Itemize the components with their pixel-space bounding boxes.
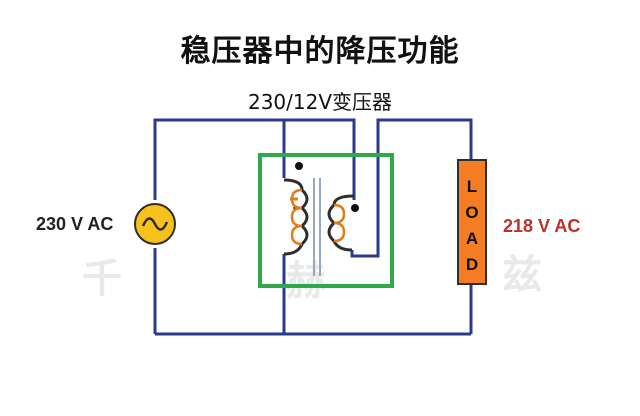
transformer-box — [258, 153, 394, 288]
input-voltage-label: 230 V AC — [36, 214, 114, 234]
primary-coil-turns — [290, 188, 303, 246]
load-box — [457, 159, 487, 285]
ac-source-icon — [134, 203, 176, 245]
wire-left-top — [153, 118, 356, 200]
watermark-char: 千 — [82, 256, 122, 302]
secondary-coil-turns — [333, 203, 346, 243]
output-voltage-label: 218 V AC — [503, 216, 581, 236]
load-letter: L — [467, 177, 477, 196]
load-letter: A — [466, 229, 478, 248]
transformer-label: 230/12V变压器 — [247, 90, 393, 114]
primary-polarity-dot — [295, 162, 303, 170]
load-letter: D — [466, 255, 478, 274]
watermark-char: 兹 — [502, 252, 542, 298]
secondary-coil — [327, 194, 355, 252]
diagram-title: 稳压器中的降压功能 — [180, 34, 460, 69]
transformer-core-icon — [313, 178, 321, 276]
load-letter: O — [465, 203, 478, 222]
secondary-polarity-dot — [351, 204, 359, 212]
wire-secondary-bottom — [350, 118, 473, 258]
